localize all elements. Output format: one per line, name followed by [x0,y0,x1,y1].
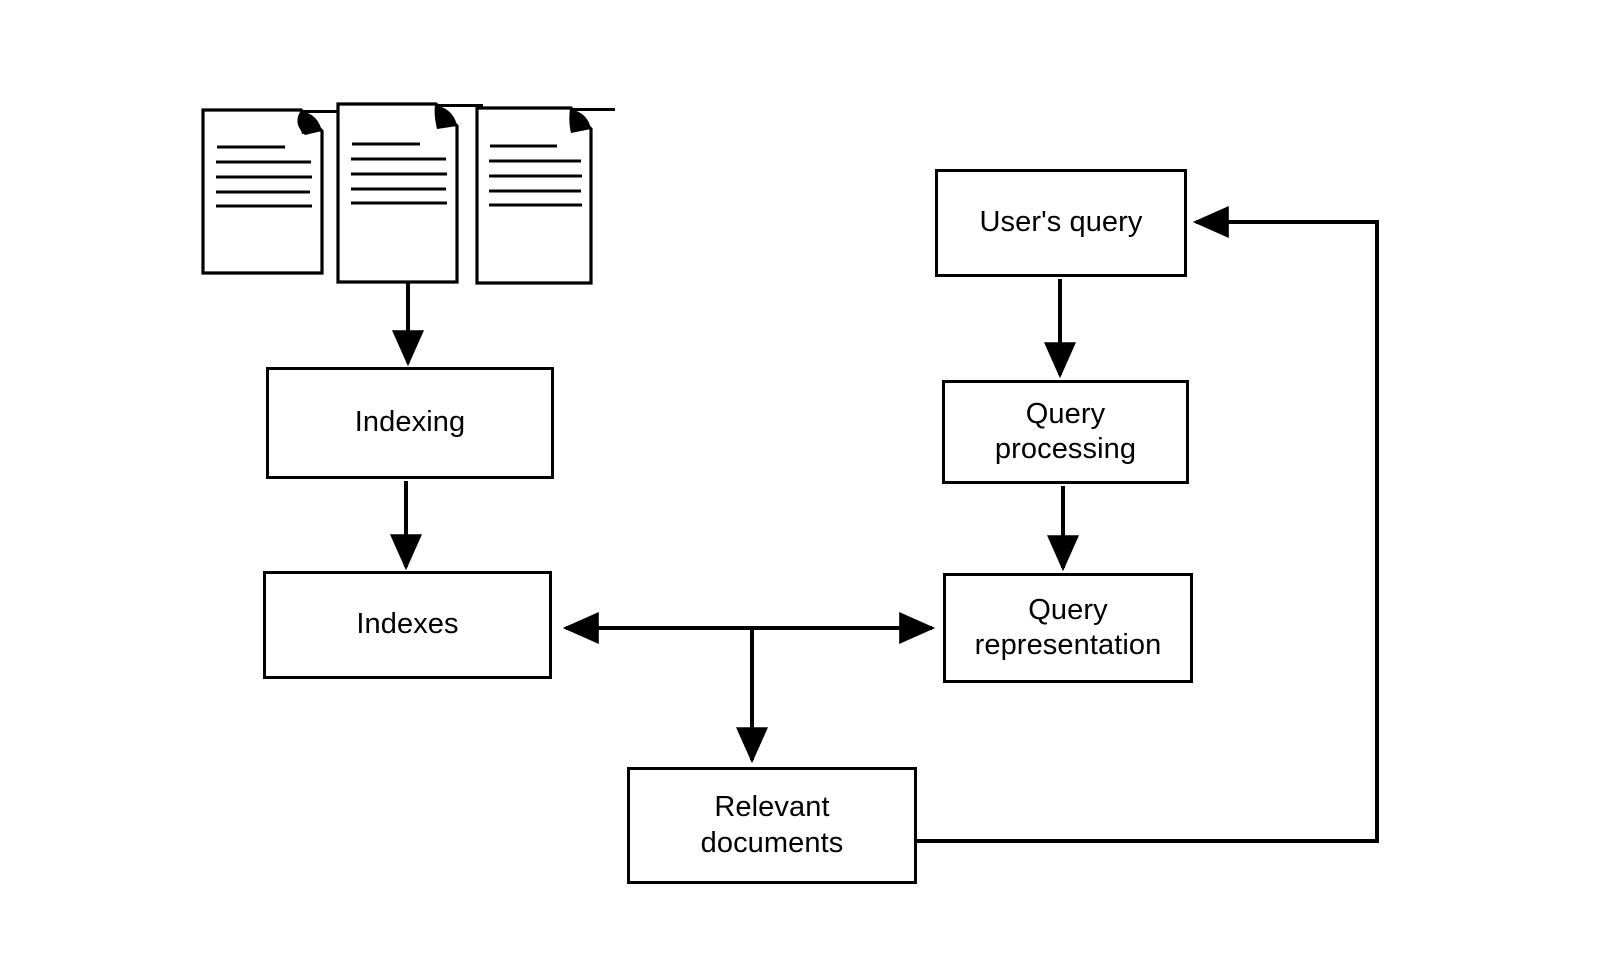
node-relevant-documents[interactable]: Relevant documents [627,767,917,884]
node-indexing[interactable]: Indexing [266,367,554,479]
edge-relevant-documents-feedback [917,206,1379,843]
node-indexes-label: Indexes [356,608,459,641]
document-icon-2 [336,102,483,284]
node-indexing-label: Indexing [354,406,466,439]
node-query-processing[interactable]: Query processing [942,380,1189,484]
node-query-representation[interactable]: Query representation [943,573,1193,683]
node-indexes[interactable]: Indexes [263,571,552,679]
node-query-processing-label: Query processing [994,397,1137,465]
node-query-representation-label: Query representation [974,593,1162,661]
document-icon-1 [201,108,348,275]
document-icon-3 [475,106,615,285]
node-users-query-label: User's query [979,206,1143,239]
node-users-query[interactable]: User's query [935,169,1187,277]
node-relevant-documents-label: Relevant documents [700,791,844,859]
